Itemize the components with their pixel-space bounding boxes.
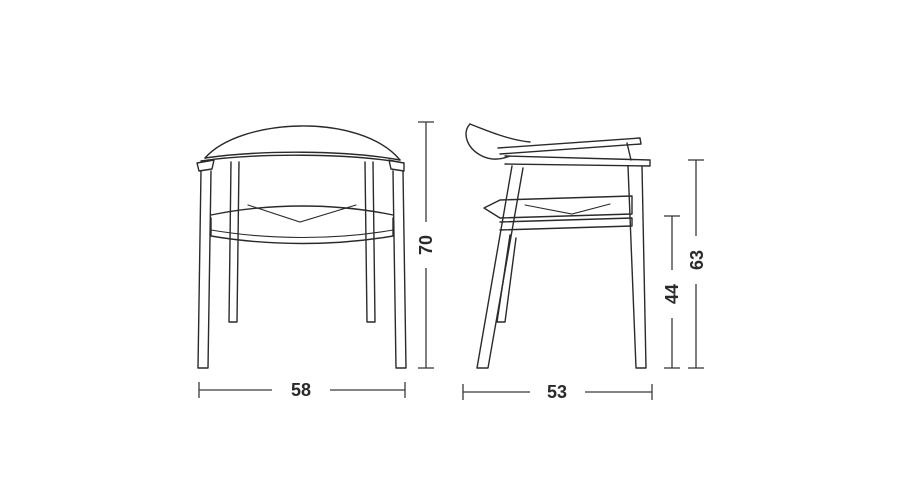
seat-height-dimension: 44: [662, 215, 682, 369]
seat-height-label: 44: [662, 284, 682, 304]
front-width-label: 58: [291, 380, 311, 400]
side-depth-label: 53: [547, 382, 567, 402]
side-depth-dimension: 53: [462, 382, 653, 402]
front-height-label: 70: [416, 235, 436, 255]
arm-height-label: 63: [687, 250, 707, 270]
front-height-dimension: 70: [416, 121, 436, 369]
chair-front-view: [196, 125, 407, 369]
arm-height-dimension: 63: [687, 159, 707, 369]
front-width-dimension: 58: [198, 380, 406, 400]
chair-side-view: [465, 123, 651, 369]
